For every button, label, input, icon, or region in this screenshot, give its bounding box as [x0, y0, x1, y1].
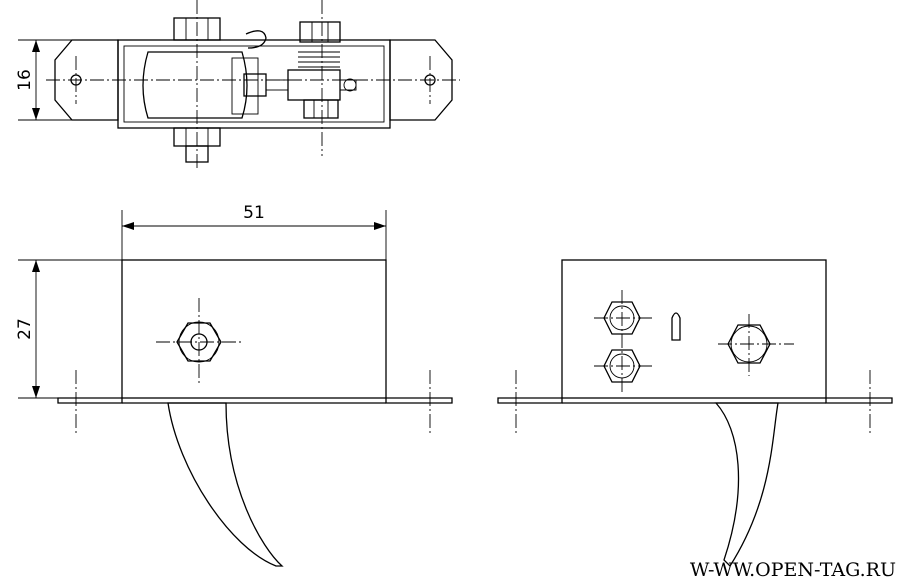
coil-frame: [231, 57, 259, 115]
rear-body: [561, 259, 827, 399]
front-flange-left: [57, 397, 123, 404]
dim-height-top: 16: [15, 69, 35, 91]
top-body-inner: [123, 45, 385, 123]
front-view: 51 27: [15, 203, 453, 567]
plunger: [265, 79, 289, 91]
top-body: [117, 39, 391, 129]
watermark: W-WW.OPEN-TAG.RU: [690, 559, 896, 581]
front-flange-right: [385, 397, 453, 404]
hook: [245, 30, 267, 49]
rear-flange-right: [825, 397, 893, 404]
top-nut-right: [299, 21, 341, 43]
rear-view: [497, 259, 893, 568]
front-hex-nut: [176, 322, 222, 362]
dim-height-front: 27: [15, 318, 35, 340]
top-view: 16: [15, 0, 460, 168]
front-body: [121, 259, 387, 399]
keyhole-slot: [671, 312, 681, 341]
contact-hole: [343, 78, 357, 92]
rear-curved-hook: [714, 402, 779, 568]
front-curved-hook: [167, 402, 284, 567]
spring: [298, 51, 340, 68]
dim-width-front: 51: [243, 203, 265, 223]
coil: [142, 51, 248, 119]
contact-block: [287, 69, 341, 101]
bottom-nut-right: [303, 99, 339, 119]
rear-flange-left: [497, 397, 563, 404]
